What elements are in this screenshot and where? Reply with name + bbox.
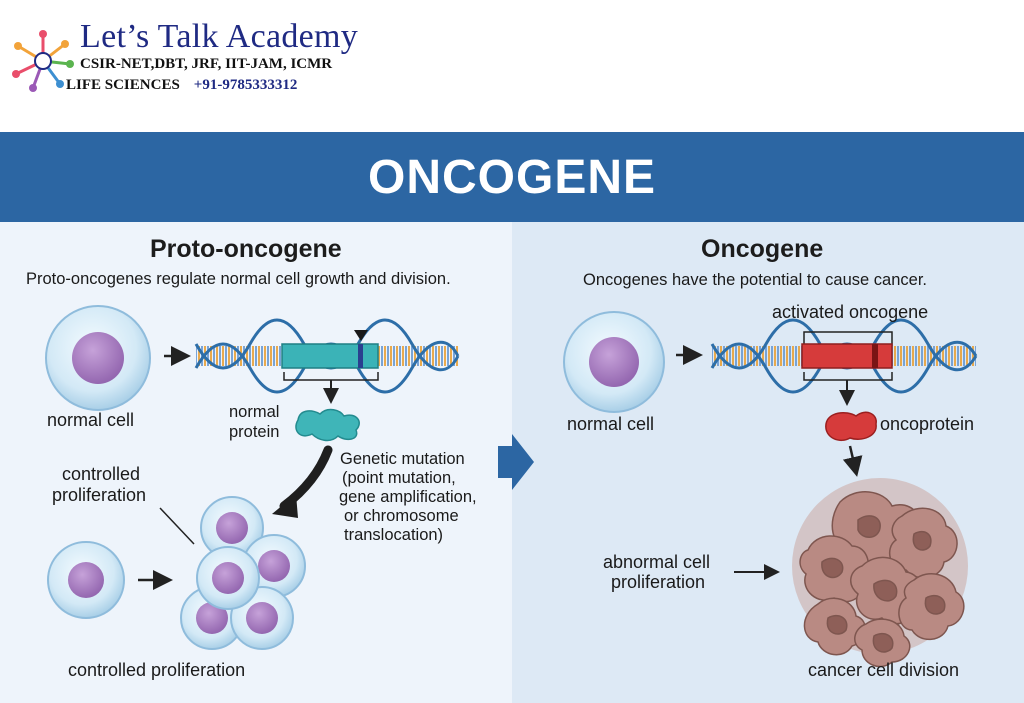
academy-phone: +91-9785333312: [193, 77, 298, 93]
controlled-proliferation-label-1: controlled: [62, 464, 141, 484]
mutation-label-2: (point mutation,: [342, 469, 456, 487]
normal-gene-segment: [281, 343, 379, 369]
oncogene-heading: Oncogene: [701, 235, 824, 263]
cancer-cell-division-label: cancer cell division: [808, 660, 960, 680]
normal-protein-label-2: protein: [229, 423, 280, 441]
mutation-label-5: translocation): [344, 526, 444, 544]
protein-blob-icon: [295, 408, 360, 442]
oncoprotein-blob-icon: [825, 411, 877, 442]
proto-oncogene-description: Proto-oncogenes regulate normal cell gro…: [26, 270, 451, 288]
activated-oncogene-segment: [801, 343, 893, 369]
academy-contact: LIFE SCIENCES +91-9785333312: [66, 77, 297, 94]
activated-oncogene-label: activated oncogene: [772, 302, 929, 322]
normal-cell-label-right: normal cell: [567, 414, 655, 434]
arrow-icon: [842, 445, 863, 477]
title-banner: ONCOGENE: [0, 132, 1024, 222]
page-title: ONCOGENE: [367, 150, 657, 204]
normal-protein-label-1: normal: [229, 403, 280, 421]
abnormal-proliferation-label-1: abnormal cell: [603, 552, 711, 572]
mutation-label-3: gene amplification,: [339, 488, 477, 506]
academy-field: LIFE SCIENCES: [66, 77, 180, 93]
cancer-cluster-icon: [792, 478, 968, 668]
academy-logo-icon: [12, 30, 74, 92]
normal-cell-label: normal cell: [47, 410, 135, 430]
mutation-site-marker-icon: [354, 330, 368, 341]
curved-arrow-icon: [279, 445, 333, 511]
controlled-cell-cluster-icon: [180, 496, 306, 650]
academy-name: Let’s Talk Academy: [80, 18, 359, 55]
oncogene-description: Oncogenes have the potential to cause ca…: [583, 271, 927, 289]
normal-cell-icon: [563, 311, 665, 413]
controlled-proliferation-bottom-label: controlled proliferation: [68, 660, 246, 680]
transition-arrow-icon: [498, 434, 534, 490]
single-cell-icon: [47, 541, 125, 619]
abnormal-proliferation-label-2: proliferation: [611, 572, 706, 592]
normal-cell-icon: [45, 305, 151, 411]
academy-exams: CSIR-NET,DBT, JRF, IIT-JAM, ICMR: [80, 56, 333, 72]
mutation-label-4: or chromosome: [344, 507, 459, 525]
controlled-proliferation-label-2: proliferation: [52, 485, 147, 505]
oncoprotein-label: oncoprotein: [880, 414, 975, 434]
header: Let’s Talk Academy CSIR-NET,DBT, JRF, II…: [0, 0, 1024, 132]
proto-oncogene-heading: Proto-oncogene: [150, 235, 342, 263]
mutation-label-1: Genetic mutation: [340, 450, 465, 468]
